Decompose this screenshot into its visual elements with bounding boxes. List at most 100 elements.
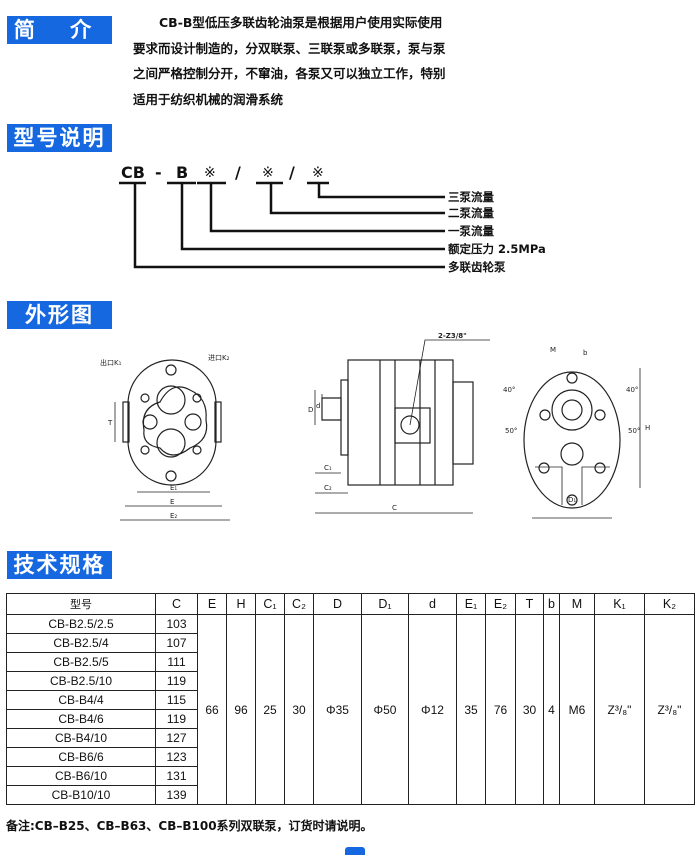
inlet-label: 进口K₂ [208, 354, 230, 362]
intro-line: 适用于纺织机械的润滑系统 [133, 91, 284, 107]
code-slash-2: / [289, 163, 295, 182]
section-intro-title: 简 介 [7, 16, 112, 44]
shared-value-cell: M6 [559, 614, 595, 805]
dim-c2: C₂ [324, 484, 332, 492]
model-cell: CB-B4/10 [6, 728, 156, 748]
dim-t: T [107, 419, 113, 427]
c-value-cell: 127 [155, 728, 198, 748]
model-cell: CB-B4/6 [6, 709, 156, 729]
dim-angle-50-right: 50° [628, 427, 640, 435]
shared-value-cell: 4 [543, 614, 560, 805]
model-cell: CB-B6/10 [6, 766, 156, 786]
section-spec-title: 技术规格 [7, 551, 112, 579]
dim-angle-50-left: 50° [505, 427, 517, 435]
column-header: E₂ [485, 593, 516, 615]
shared-value-cell: Z³/₈" [594, 614, 645, 805]
dim-e: E [170, 498, 174, 506]
rear-view [523, 368, 641, 519]
dim-b: b [583, 349, 588, 357]
dim-h: H [645, 424, 650, 432]
label-pump3-flow: 三泵流量 [448, 190, 494, 204]
column-header: D₁ [361, 593, 409, 615]
shared-value-cell: 30 [284, 614, 314, 805]
model-code-diagram: CB - B ※ / ※ / ※ 三泵流量 二泵流量 一泵流量 额定压力 2.5… [119, 163, 546, 274]
code-mark-1: ※ [204, 165, 216, 181]
shared-value-cell: 25 [255, 614, 285, 805]
label-pump2-flow: 二泵流量 [448, 206, 494, 220]
c-value-cell: 123 [155, 747, 198, 767]
column-header: H [226, 593, 256, 615]
column-header: d [408, 593, 457, 615]
column-header: b [543, 593, 560, 615]
intro-text: CB-B型低压多联齿轮油泵是根据用户使用实际使用 要求而设计制造的，分双联泵、三… [133, 10, 513, 112]
c-value-cell: 119 [155, 671, 198, 691]
c-value-cell: 131 [155, 766, 198, 786]
shared-value-cell: 66 [197, 614, 227, 805]
shared-value-cell: 35 [456, 614, 486, 805]
outlet-label: 出口K₁ [100, 358, 122, 367]
section-outline-title: 外形图 [7, 301, 112, 329]
dim-d1: D₁ [568, 496, 576, 504]
label-multi-gear-pump: 多联齿轮泵 [448, 260, 506, 274]
model-cell: CB-B10/10 [6, 785, 156, 805]
shared-value-cell: Z³/₈" [644, 614, 695, 805]
c-value-cell: 115 [155, 690, 198, 710]
code-mark-3: ※ [312, 165, 324, 181]
dim-c: C [392, 504, 397, 512]
column-header: T [515, 593, 544, 615]
label-pump1-flow: 一泵流量 [448, 224, 494, 238]
model-cell: CB-B2.5/2.5 [6, 614, 156, 634]
code-slash-1: / [235, 163, 241, 182]
code-b: B [176, 163, 188, 182]
dim-e2: E₂ [170, 512, 177, 520]
side-view [314, 339, 490, 514]
intro-line: 之间严格控制分开，不窜油，各泵又可以独立工作，特别 [133, 66, 446, 81]
column-header: K₁ [594, 593, 645, 615]
column-header: C₁ [255, 593, 285, 615]
column-header: M [559, 593, 595, 615]
column-header: E [197, 593, 227, 615]
model-cell: CB-B2.5/4 [6, 633, 156, 653]
port-label: 2-Z3/8" [438, 332, 467, 340]
column-header: C [155, 593, 198, 615]
dim-d-large: D [308, 406, 313, 414]
dim-c1: C₁ [324, 464, 332, 472]
code-mark-2: ※ [262, 165, 274, 181]
dim-m: M [550, 346, 556, 354]
c-value-cell: 107 [155, 633, 198, 653]
shared-value-cell: Φ50 [361, 614, 409, 805]
footnote: 备注:CB–B25、CB–B63、CB–B100系列双联泵，订货时请说明。 [6, 819, 373, 833]
shared-value-cell: 96 [226, 614, 256, 805]
page-indicator[interactable] [345, 847, 365, 855]
model-cell: CB-B2.5/10 [6, 671, 156, 691]
column-header: 型号 [6, 593, 156, 615]
column-header: E₁ [456, 593, 486, 615]
dim-d-small: d [316, 402, 320, 410]
column-header: C₂ [284, 593, 314, 615]
dim-angle-40-right: 40° [626, 386, 638, 394]
outline-drawing: 出口K₁ 进口K₂ T E₁ E E₂ 2-Z3/8" D d C₁ C₂ C … [100, 332, 650, 521]
intro-line: CB-B型低压多联齿轮油泵是根据用户使用实际使用 [159, 15, 443, 30]
section-model-title: 型号说明 [7, 124, 112, 152]
front-view [114, 359, 230, 521]
label-rated-pressure: 额定压力 2.5MPa [448, 242, 546, 256]
model-cell: CB-B6/6 [6, 747, 156, 767]
shared-value-cell: Φ12 [408, 614, 457, 805]
model-cell: CB-B4/4 [6, 690, 156, 710]
intro-line: 要求而设计制造的，分双联泵、三联泵或多联泵，泵与泵 [133, 40, 446, 56]
c-value-cell: 119 [155, 709, 198, 729]
column-header: K₂ [644, 593, 695, 615]
shared-value-cell: 76 [485, 614, 516, 805]
shared-value-cell: Φ35 [313, 614, 362, 805]
code-dash: - [155, 163, 162, 182]
shared-value-cell: 30 [515, 614, 544, 805]
c-value-cell: 103 [155, 614, 198, 634]
dim-angle-40-left: 40° [503, 386, 515, 394]
model-cell: CB-B2.5/5 [6, 652, 156, 672]
